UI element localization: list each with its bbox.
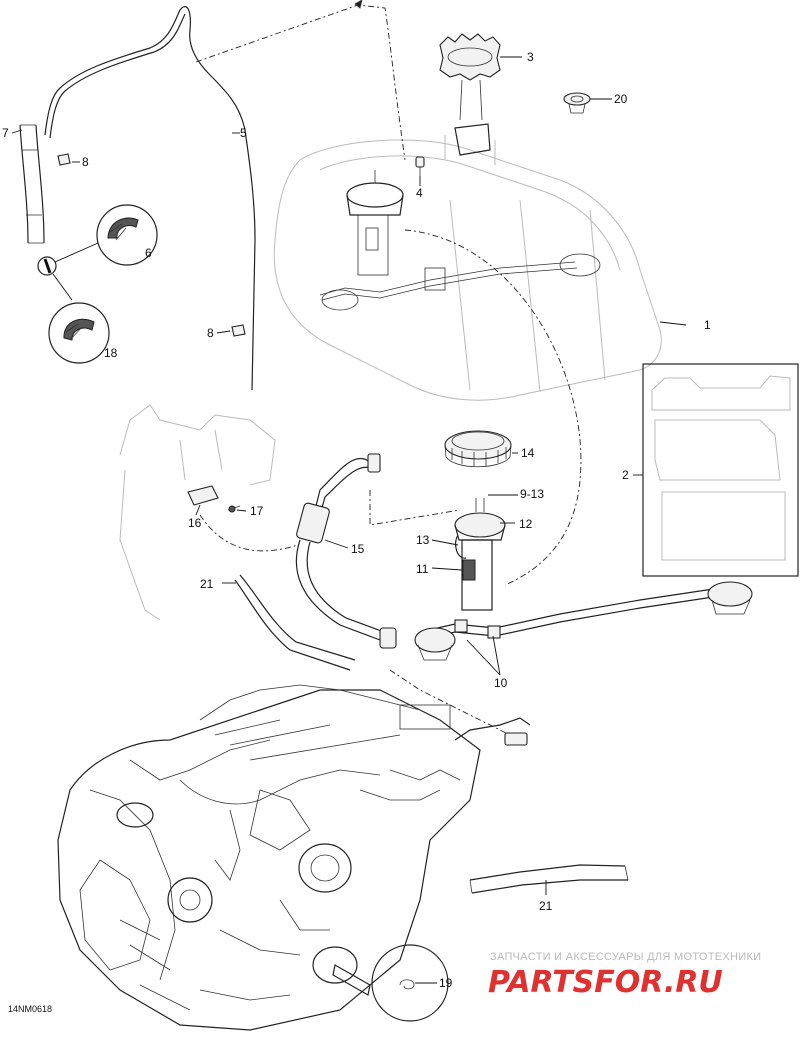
watermark-logo-part1: PARTS (488, 965, 594, 1000)
callout-labels: 1 2 3 4 5 6 7 8 8 9-13 10 11 12 13 14 15… (2, 50, 711, 990)
callout-15: 15 (351, 542, 365, 556)
detail-clip-19 (371, 944, 449, 1022)
arrow-head (354, 0, 363, 9)
callout-21-upper: 21 (200, 577, 214, 591)
callout-1: 1 (704, 318, 711, 332)
tank-pad-inset (642, 363, 799, 577)
connection-line-pump (404, 229, 582, 586)
callout-3: 3 (527, 50, 534, 64)
connection-line-bracket (199, 514, 299, 552)
leader-to-6 (54, 242, 99, 263)
callout-17: 17 (250, 504, 264, 518)
callout-4: 4 (416, 186, 423, 200)
callout-21-lower: 21 (539, 899, 553, 913)
engine-block (57, 684, 531, 1031)
callout-20: 20 (614, 92, 628, 106)
fuel-line-assembly (414, 581, 753, 661)
callout-8-lower: 8 (207, 326, 214, 340)
connection-line-vent (195, 4, 406, 161)
leader-lines (11, 56, 687, 895)
callout-14: 14 (521, 446, 535, 460)
watermark: ЗАПЧАСТИ И АКСЕССУАРЫ ДЛЯ МОТОТЕХНИКИ PA… (488, 951, 761, 1000)
watermark-tagline: ЗАПЧАСТИ И АКСЕССУАРЫ ДЛЯ МОТОТЕХНИКИ (490, 951, 761, 963)
vent-fitting (415, 156, 425, 176)
grommet (563, 92, 591, 114)
vent-hose (44, 6, 256, 391)
detail-clamp-18 (48, 302, 110, 364)
callout-8-upper: 8 (82, 155, 89, 169)
callout-12: 12 (519, 517, 533, 531)
bracket-16 (187, 485, 219, 506)
return-hose-upper (234, 574, 356, 671)
callout-19: 19 (439, 976, 453, 990)
callout-18: 18 (104, 346, 118, 360)
watermark-logo: PARTSFOR.RU (488, 965, 723, 1000)
leader-to-18 (52, 273, 73, 301)
fuel-filter-hose (295, 453, 397, 649)
hose-clip-lower (231, 324, 246, 337)
fuel-cap (439, 33, 501, 121)
detail-hose-marker (37, 256, 57, 276)
fuel-pump-module (454, 498, 506, 611)
callout-10: 10 (494, 676, 508, 690)
callout-6: 6 (145, 246, 152, 260)
callout-2: 2 (622, 468, 629, 482)
callout-11: 11 (416, 562, 429, 576)
watermark-logo-part2: FOR (594, 965, 664, 1000)
pump-lock-ring (444, 430, 512, 468)
watermark-logo-part3: .RU (664, 965, 723, 1000)
mounting-bracket-frame (119, 404, 276, 621)
connection-line-filter (369, 490, 461, 526)
short-hose (19, 124, 45, 244)
return-hose-lower (469, 864, 629, 894)
connection-line-engine (389, 669, 511, 736)
detail-clamp-6 (96, 204, 158, 266)
callout-7: 7 (2, 126, 9, 140)
callout-9-13: 9-13 (520, 487, 544, 501)
callout-13: 13 (416, 533, 430, 547)
hose-clip-upper (57, 153, 71, 166)
fuel-tank (273, 123, 662, 401)
diagram-code: 14NM0618 (8, 1004, 52, 1014)
callout-16: 16 (188, 516, 202, 530)
callout-5: 5 (240, 126, 247, 140)
